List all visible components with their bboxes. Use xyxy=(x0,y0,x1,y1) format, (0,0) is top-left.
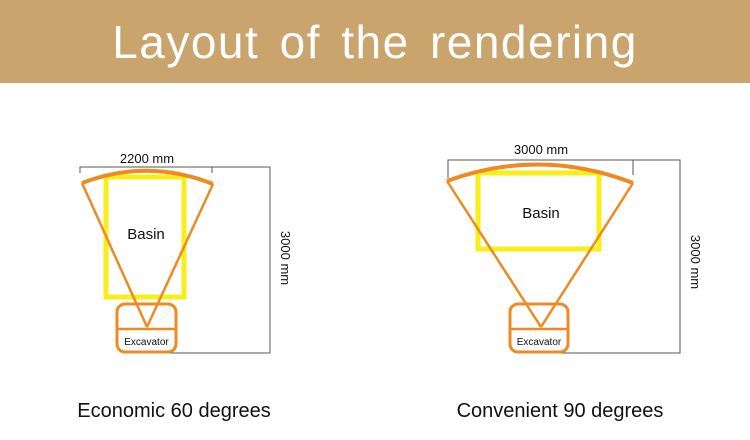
caption-economic: Economic 60 degrees xyxy=(77,400,271,422)
width-label: 2200 mm xyxy=(120,151,174,166)
excavator-label: Excavator xyxy=(124,337,169,348)
width-label: 3000 mm xyxy=(514,142,568,157)
basin-label: Basin xyxy=(127,226,165,243)
basin-label: Basin xyxy=(522,205,560,222)
dimension-lines xyxy=(79,166,271,354)
basin-rect xyxy=(475,170,602,252)
dimension-lines xyxy=(447,159,681,354)
excavator-box xyxy=(115,302,178,354)
excavator-box xyxy=(508,302,570,354)
depth-label: 3000 mm xyxy=(278,231,293,285)
diagram-convenient: 3000 mm Basin Excavator 3000 mm xyxy=(445,142,703,354)
page-title: Layout of the rendering xyxy=(112,15,638,68)
diagram-economic: 2200 mm Basin Excavator 3000 mm xyxy=(79,151,293,354)
excavator-label: Excavator xyxy=(517,337,562,348)
depth-label: 3000 mm xyxy=(688,235,703,289)
caption-convenient: Convenient 90 degrees xyxy=(456,400,664,422)
title-banner: Layout of the rendering xyxy=(0,0,750,83)
